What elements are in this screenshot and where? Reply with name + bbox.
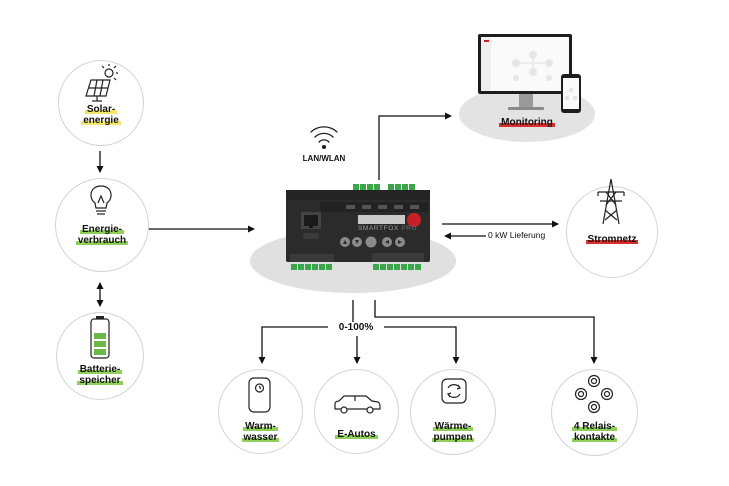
label-solar: Solar- energie <box>60 104 142 126</box>
wifi-icon <box>310 126 338 150</box>
label-stromnetz-text: Stromnetz <box>585 234 639 245</box>
car-icon <box>334 395 381 414</box>
label-waermepumpen-line1: Wärme- <box>432 421 474 432</box>
ethernet-port <box>301 212 321 229</box>
label-monitoring-text: Monitoring <box>499 117 555 128</box>
label-waermepumpen: Wärme- pumpen <box>411 421 495 443</box>
label-relais: 4 Relais- kontakte <box>552 421 637 443</box>
device-buttons <box>340 236 405 248</box>
label-wlan: LAN/WLAN <box>302 154 346 163</box>
label-warmwasser-line2: wasser <box>241 432 280 443</box>
label-warmwasser-line1: Warm- <box>243 421 278 432</box>
solar-panel-sun-icon <box>85 64 118 102</box>
label-percent: 0-100% <box>328 322 384 333</box>
light-bulb-icon <box>90 185 112 215</box>
label-warmwasser: Warm- wasser <box>219 421 302 443</box>
device-brand-name: SMARTFOX <box>358 225 399 232</box>
boiler-icon <box>248 377 271 413</box>
heat-pump-icon <box>441 378 467 404</box>
label-monitoring: Monitoring <box>478 117 576 128</box>
label-solar-line2: energie <box>81 115 121 126</box>
bottom-terminals <box>291 264 421 270</box>
device-display <box>358 215 405 224</box>
label-eautos-text: E-Autos <box>335 429 378 440</box>
label-batterie-line1: Batterie- <box>77 364 123 375</box>
label-relais-line2: kontakte <box>571 432 618 443</box>
label-stromnetz: Stromnetz <box>566 234 658 245</box>
label-solar-line1: Solar- <box>84 104 118 115</box>
relay-contacts-icon <box>574 374 614 414</box>
arrow-to-relais <box>374 300 598 364</box>
label-batterie-line2: speicher <box>77 375 123 386</box>
smartphone-icon <box>561 74 581 113</box>
top-terminals <box>353 184 415 190</box>
label-verbrauch: Energie- verbrauch <box>56 224 148 246</box>
label-lieferung: 0 kW Lieferung <box>488 230 546 240</box>
device-model: PRO <box>401 225 418 232</box>
power-pylon-icon <box>597 178 625 225</box>
arrow-device-to-monitoring <box>378 112 452 180</box>
node-solar <box>58 60 144 146</box>
battery-icon <box>90 316 110 359</box>
device-brand: SMARTFOX PRO <box>358 225 416 232</box>
device-red-button <box>407 213 421 227</box>
arrow-to-warmwasser <box>258 326 330 364</box>
label-waermepumpen-line2: pumpen <box>431 432 475 443</box>
label-relais-line1: 4 Relais- <box>571 421 618 432</box>
label-eautos: E-Autos <box>315 429 398 440</box>
desktop-monitor-icon <box>478 34 572 110</box>
arrow-to-waermepumpen <box>380 326 460 364</box>
label-verbrauch-line1: Energie- <box>79 224 124 235</box>
label-batterie: Batterie- speicher <box>58 364 142 386</box>
usb-port <box>303 233 319 239</box>
label-verbrauch-line2: verbrauch <box>75 235 129 246</box>
